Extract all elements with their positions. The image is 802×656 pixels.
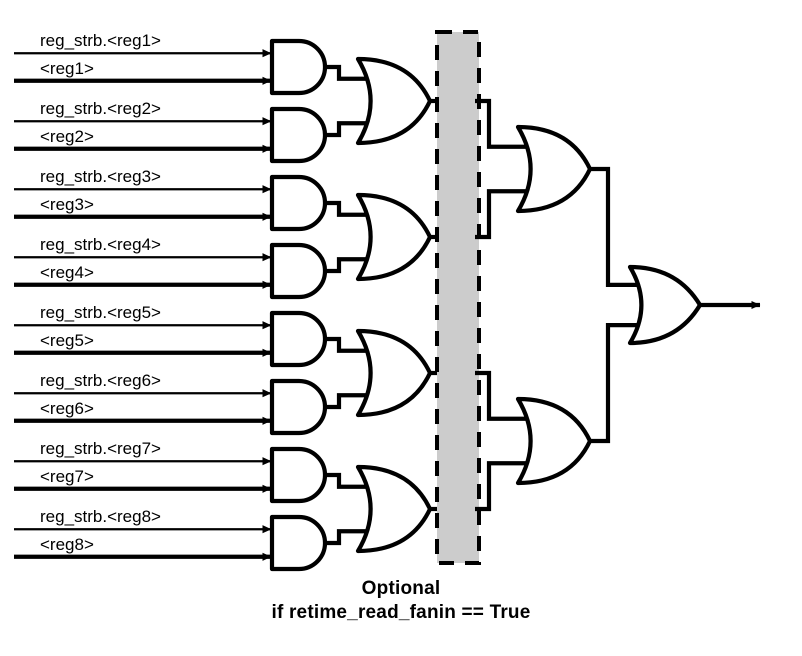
input-label-strobe: reg_strb.<reg7>	[40, 439, 161, 458]
and-gate	[269, 38, 328, 96]
input-label-data: <reg5>	[40, 331, 94, 350]
input-label-strobe: reg_strb.<reg8>	[40, 507, 161, 526]
and-to-or-wire	[325, 336, 368, 353]
and-to-or-wire	[325, 393, 368, 410]
block-to-or2-wire	[475, 370, 528, 421]
input-label-data: <reg4>	[40, 263, 94, 282]
block-to-or2-wire	[475, 461, 528, 512]
or-gate-stage1	[355, 192, 433, 282]
and-to-or-wire	[325, 121, 368, 138]
input-label-strobe: reg_strb.<reg2>	[40, 99, 161, 118]
and-gate	[269, 242, 328, 300]
input-label-strobe: reg_strb.<reg1>	[40, 31, 161, 50]
or-gate-stage1	[355, 56, 433, 146]
or-gate-final	[627, 264, 703, 346]
or-stage3-wire-group	[590, 166, 639, 444]
input-label-data: <reg7>	[40, 467, 94, 486]
and-gate	[269, 310, 328, 368]
and-to-or-wire	[325, 257, 368, 274]
and-to-or-wire	[325, 200, 368, 217]
input-label-strobe: reg_strb.<reg3>	[40, 167, 161, 186]
and-gate	[269, 378, 328, 436]
input-label-strobe: reg_strb.<reg5>	[40, 303, 161, 322]
or2-to-or3-wire	[590, 166, 639, 287]
or-gate-stage1	[355, 464, 433, 554]
optional-caption-condition: if retime_read_fanin == True	[271, 602, 531, 623]
optional-caption-title: Optional	[361, 578, 441, 599]
input-label-strobe: reg_strb.<reg4>	[40, 235, 161, 254]
input-label-data: <reg1>	[40, 59, 94, 78]
and-to-or-wire	[325, 64, 368, 81]
or-stage1-gate-group	[355, 56, 433, 554]
or-stage2-gate-group	[515, 124, 593, 486]
block-to-or2-wire	[475, 189, 528, 240]
input-label-data: <reg8>	[40, 535, 94, 554]
or-gate-stage1	[355, 328, 433, 418]
input-label-group: reg_strb.<reg1> <reg1> reg_strb.<reg2> <reg…	[40, 31, 161, 554]
or-stage3-gate-group	[627, 264, 703, 346]
input-wire-group	[14, 49, 272, 561]
or-stage2-wire-group	[475, 98, 528, 512]
and-gate	[269, 446, 328, 504]
input-label-data: <reg6>	[40, 399, 94, 418]
and-gate	[269, 174, 328, 232]
or-gate-stage2	[515, 396, 593, 486]
input-label-data: <reg3>	[40, 195, 94, 214]
and-gate	[269, 106, 328, 164]
optional-retiming-block	[435, 30, 481, 565]
and-to-or-wire	[325, 529, 368, 546]
and-gate-group	[269, 38, 328, 572]
and-to-or-wire	[325, 472, 368, 489]
input-label-strobe: reg_strb.<reg6>	[40, 371, 161, 390]
or-gate-stage2	[515, 124, 593, 214]
block-to-or2-wire	[475, 98, 528, 149]
or2-to-or3-wire	[590, 323, 639, 444]
and-gate	[269, 514, 328, 572]
input-label-data: <reg2>	[40, 127, 94, 146]
